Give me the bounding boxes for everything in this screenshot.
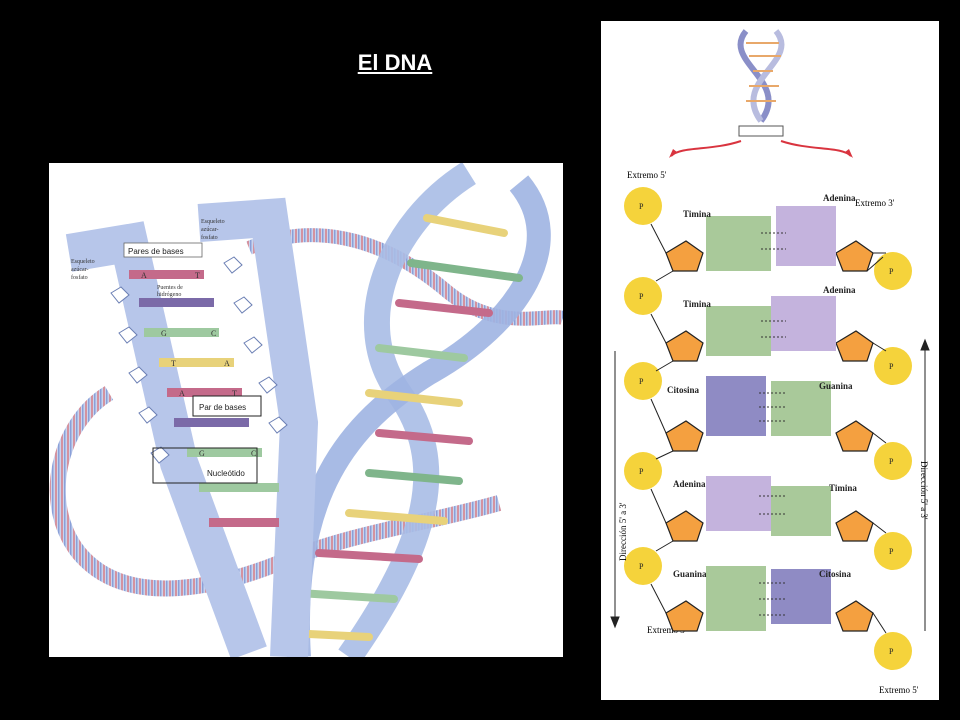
nucleotido-label: Nucleótido	[207, 469, 245, 478]
chemistry-svg: Extremo 5' Extremo 3' Extremo 3' Extremo…	[610, 29, 930, 695]
svg-text:P: P	[639, 202, 644, 211]
rung-3-right: C	[211, 329, 216, 338]
pares-de-bases-label: Pares de bases	[128, 247, 184, 256]
pair-4-left: Adenina	[673, 479, 706, 489]
pair-2-right: Adenina	[823, 285, 856, 295]
direction-left-label: Dirección 5' a 3'	[618, 502, 628, 561]
rung-4-right: A	[224, 359, 230, 368]
rung-1-right: T	[195, 271, 200, 280]
svg-text:P: P	[639, 292, 644, 301]
page-title: El DNA	[357, 50, 433, 75]
svg-text:P: P	[889, 647, 894, 656]
esqueleto-right-3: fosfato	[201, 234, 218, 241]
pair-3-right: Guanina	[819, 381, 853, 391]
nucleotide-chemistry-diagram: Extremo 5' Extremo 3' Extremo 3' Extremo…	[601, 21, 939, 700]
extremo5-top-label: Extremo 5'	[627, 170, 667, 180]
phosphate-groups	[624, 187, 912, 670]
dna-structure-illustration: A T G C T A A T G C Pares de bases Par d…	[49, 163, 563, 657]
extremo5-bottom-label: Extremo 5'	[879, 685, 919, 695]
puentes-1: Puentes de	[157, 285, 183, 291]
esqueleto-left-2: azúcar-	[71, 267, 89, 273]
pair-1-left: Timina	[683, 209, 711, 219]
esqueleto-right-2: azúcar-	[201, 227, 219, 233]
pair-4-right: Timina	[829, 483, 857, 493]
svg-text:P: P	[889, 362, 894, 371]
esqueleto-left-3: fosfato	[71, 274, 88, 281]
rung-5-left: A	[179, 389, 185, 398]
par-de-bases-label: Par de bases	[199, 403, 246, 412]
rung-5-right: T	[232, 389, 237, 398]
svg-text:P: P	[639, 562, 644, 571]
dna-ladder: A T G C T A A T G C Pares de bases Par d…	[65, 197, 319, 657]
svg-text:P: P	[889, 457, 894, 466]
esqueleto-right-1: Esqueleto	[201, 219, 225, 225]
esqueleto-left-1: Esqueleto	[71, 259, 95, 265]
mini-helix	[669, 29, 853, 158]
svg-text:P: P	[639, 467, 644, 476]
pair-5-right: Citosina	[819, 569, 852, 579]
dna-structure-svg: A T G C T A A T G C Pares de bases Par d…	[49, 163, 563, 657]
chromatin-coil	[49, 386, 502, 597]
svg-text:P: P	[889, 547, 894, 556]
puentes-2: hidrógeno	[157, 292, 181, 298]
pair-1-right: Adenina	[823, 193, 856, 203]
pair-2-left: Timina	[683, 299, 711, 309]
direction-right-label: Dirección 5' a 3'	[919, 461, 929, 520]
extremo3-bottom-label: Extremo 3'	[647, 625, 687, 635]
rung-3-left: G	[161, 329, 167, 338]
svg-text:P: P	[889, 267, 894, 276]
pair-3-left: Citosina	[667, 385, 700, 395]
base-pair-rungs	[129, 270, 279, 527]
double-helix-right	[285, 163, 551, 657]
rung-7-left: G	[199, 449, 205, 458]
extremo3-top-label: Extremo 3'	[855, 198, 895, 208]
pair-5-left: Guanina	[673, 569, 707, 579]
rung-4-left: T	[171, 359, 176, 368]
svg-text:P: P	[639, 377, 644, 386]
rung-1-left: A	[141, 271, 147, 280]
nitrogenous-bases	[706, 206, 836, 631]
deoxyribose-sugars	[665, 240, 874, 632]
chromatin-coil-top	[246, 228, 563, 326]
rung-7-right: C	[251, 449, 256, 458]
